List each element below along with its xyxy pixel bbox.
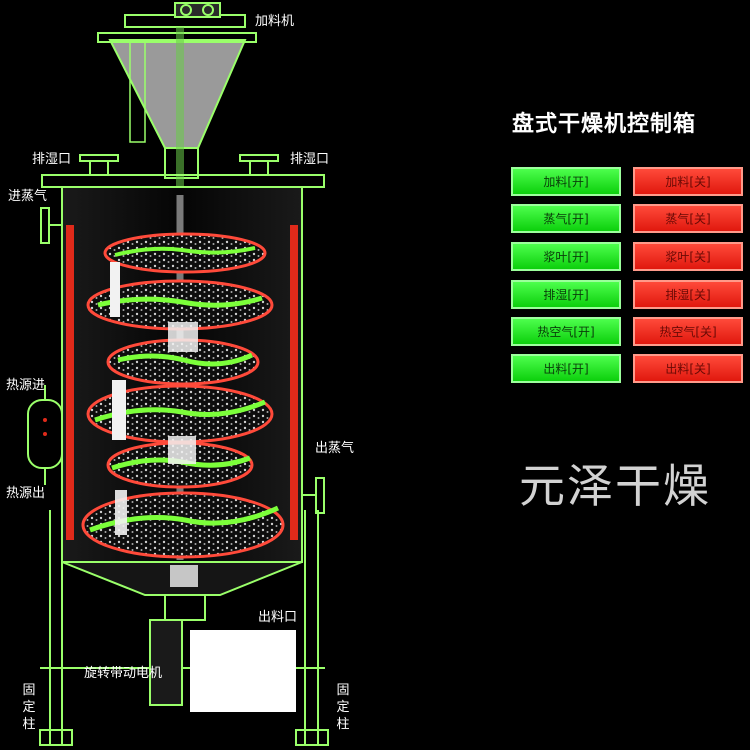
tray-1 <box>103 232 267 274</box>
label-heat-in: 热源进 <box>6 378 46 393</box>
label-column-left: 固定柱 <box>22 683 36 732</box>
heat-exchanger <box>27 385 63 485</box>
label-discharge: 出料口 <box>258 610 298 625</box>
label-steam-out: 出蒸气 <box>315 441 355 456</box>
label-heat-out: 热源出 <box>6 486 46 501</box>
discharge-off-button[interactable]: 出料[关] <box>633 354 743 383</box>
trays <box>81 232 285 559</box>
dehumidify-off-button[interactable]: 排湿[关] <box>633 280 743 309</box>
tray-3 <box>106 338 260 386</box>
feed-off-button[interactable]: 加料[关] <box>633 167 743 196</box>
material-falls <box>110 262 198 587</box>
tray-6 <box>81 491 285 559</box>
brand-text: 元泽干燥 <box>519 459 711 513</box>
label-steam-in: 进蒸气 <box>8 189 48 204</box>
label-motor: 旋转带动电机 <box>84 666 163 681</box>
side-pipes <box>40 207 325 514</box>
base-structure <box>39 510 329 746</box>
hot-air-on-button[interactable]: 热空气[开] <box>511 317 621 346</box>
collector-box <box>190 630 296 712</box>
discharge-on-button[interactable]: 出料[开] <box>511 354 621 383</box>
feed-on-button[interactable]: 加料[开] <box>511 167 621 196</box>
steam-off-button[interactable]: 蒸气[关] <box>633 204 743 233</box>
label-exhaust-left: 排湿口 <box>32 152 72 167</box>
label-exhaust-right: 排湿口 <box>290 152 330 167</box>
label-feeder: 加料机 <box>255 14 295 29</box>
dehumidify-on-button[interactable]: 排湿[开] <box>511 280 621 309</box>
paddle-on-button[interactable]: 浆叶[开] <box>511 242 621 271</box>
control-panel-title: 盘式干燥机控制箱 <box>512 112 697 137</box>
steam-on-button[interactable]: 蒸气[开] <box>511 204 621 233</box>
label-column-right: 固定柱 <box>336 683 350 732</box>
motor-feeder-top <box>124 2 246 28</box>
paddle-off-button[interactable]: 浆叶[关] <box>633 242 743 271</box>
hot-air-off-button[interactable]: 热空气[关] <box>633 317 743 346</box>
